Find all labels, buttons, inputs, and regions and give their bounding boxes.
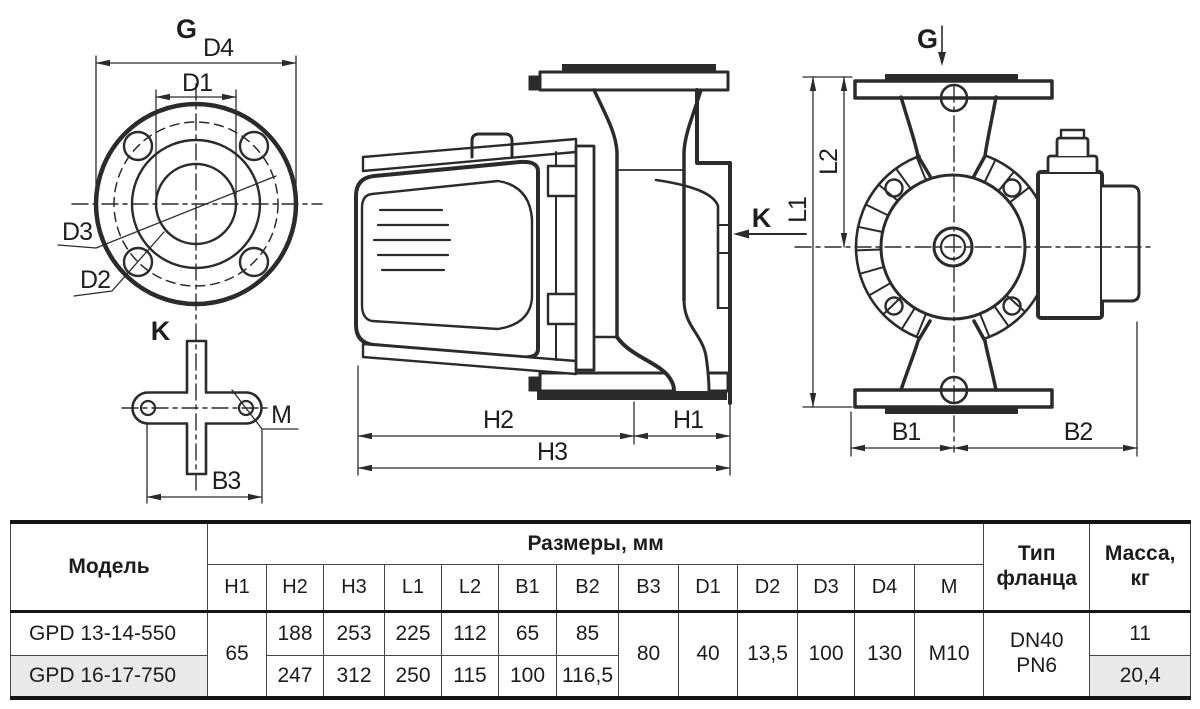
bolt-hole (139, 399, 157, 417)
screw-hole (1002, 296, 1022, 316)
dim-label-h1: H1 (673, 406, 703, 434)
col-m: M (913, 563, 985, 613)
dim-label-h3: H3 (537, 438, 567, 466)
value-h2: 188 (266, 610, 324, 656)
col-d4: D4 (854, 563, 915, 613)
motor-end-shield (360, 179, 534, 331)
motor-cap (470, 132, 514, 159)
g-direction-arrow (938, 25, 946, 66)
pump-side-view: K H2 H1 H3 (354, 64, 807, 476)
table-row: GPD 16-17-750 247 312 250 115 100 116,5 … (10, 654, 1192, 699)
model-name: GPD 13-14-550 (10, 610, 208, 656)
k-direction-arrow (733, 229, 807, 239)
view-label-g: G (176, 14, 196, 44)
pump-rear-view: G L1 L2 B1 B2 (784, 24, 1153, 457)
col-d3: D3 (797, 563, 855, 613)
screw-hole (884, 296, 904, 316)
flange-bottom-view: K M B3 (121, 316, 299, 504)
technical-drawing: G D4 D1 D3 D2 K M B3 (57, 14, 1153, 504)
bolt-hole (122, 130, 154, 162)
col-l2: L2 (441, 563, 499, 613)
dim-label-d1: D1 (182, 69, 212, 97)
value-mass: 20,4 (1089, 654, 1192, 699)
dim-label-b3: B3 (212, 467, 241, 495)
motor-shell (354, 159, 540, 360)
col-b1: B1 (498, 563, 557, 613)
value-h3: 312 (323, 654, 385, 699)
view-label-k: K (151, 316, 171, 346)
bolt-hole (237, 399, 255, 417)
header-dimensions: Размеры, мм (206, 521, 985, 565)
col-d2: D2 (737, 563, 798, 613)
table-row: GPD 13-14-550 65 188 253 225 112 65 85 8… (10, 610, 1192, 699)
value-b1: 65 (498, 610, 557, 656)
dim-label-b2: B2 (1064, 418, 1093, 446)
dim-label-m: M (271, 401, 291, 429)
value-m: M10 (913, 610, 985, 699)
dim-label-d2: D2 (80, 266, 110, 294)
motor-vents (372, 208, 452, 272)
value-d4: 130 (854, 610, 915, 699)
value-b2: 85 (556, 610, 619, 656)
motor-bottom-rail (361, 342, 578, 376)
value-h2: 247 (266, 654, 324, 699)
cable-gland (1046, 154, 1099, 174)
value-b3: 80 (618, 610, 679, 699)
header-model: Модель (10, 521, 208, 613)
bolt-circle (113, 121, 279, 287)
header-flange-type: Тип фланца (983, 521, 1091, 613)
value-b1: 100 (498, 654, 557, 699)
cross-flange-outline (131, 339, 263, 476)
value-mass: 11 (1089, 610, 1192, 656)
value-d1: 40 (678, 610, 738, 699)
dimensions-table: Модель Размеры, мм Тип фланца Масса, кг … (10, 520, 1192, 700)
dim-label-d4: D4 (203, 34, 234, 62)
adapter-plate (574, 144, 596, 372)
value-l1: 225 (384, 610, 442, 656)
value-flange-type: DN40 PN6 (983, 610, 1091, 699)
dim-label-h2: H2 (483, 406, 513, 434)
terminal-box (1036, 170, 1104, 320)
value-l1: 250 (384, 654, 442, 699)
value-h1: 65 (207, 610, 267, 699)
value-d2: 13,5 (737, 610, 798, 699)
flange-front-view: G D4 D1 D3 D2 (57, 14, 323, 493)
screw-hole (1002, 178, 1022, 198)
section-label-k: K (752, 203, 772, 233)
pump-right-face (695, 88, 732, 405)
col-h2: H2 (266, 563, 324, 613)
flange-outer-circle (93, 101, 299, 307)
value-d3: 100 (797, 610, 855, 699)
dim-label-d3: D3 (62, 218, 92, 246)
value-l2: 112 (441, 610, 499, 656)
bolt-hole (122, 246, 154, 278)
model-name: GPD 16-17-750 (10, 654, 208, 699)
col-b2: B2 (556, 563, 619, 613)
bolt-hole (238, 246, 270, 278)
dim-label-l2: L2 (815, 149, 843, 175)
col-d1: D1 (678, 563, 738, 613)
col-h3: H3 (323, 563, 385, 613)
value-l2: 115 (441, 654, 499, 699)
bolt-hole (238, 130, 270, 162)
value-h3: 253 (323, 610, 385, 656)
dim-label-l1: L1 (784, 197, 812, 223)
value-b2: 116,5 (556, 654, 619, 699)
col-h1: H1 (207, 563, 267, 613)
screw-hole (884, 178, 904, 198)
view-label-g: G (917, 24, 937, 54)
header-mass: Масса, кг (1089, 521, 1192, 613)
dim-label-b1: B1 (892, 418, 921, 446)
col-b3: B3 (618, 563, 679, 613)
col-l1: L1 (384, 563, 442, 613)
